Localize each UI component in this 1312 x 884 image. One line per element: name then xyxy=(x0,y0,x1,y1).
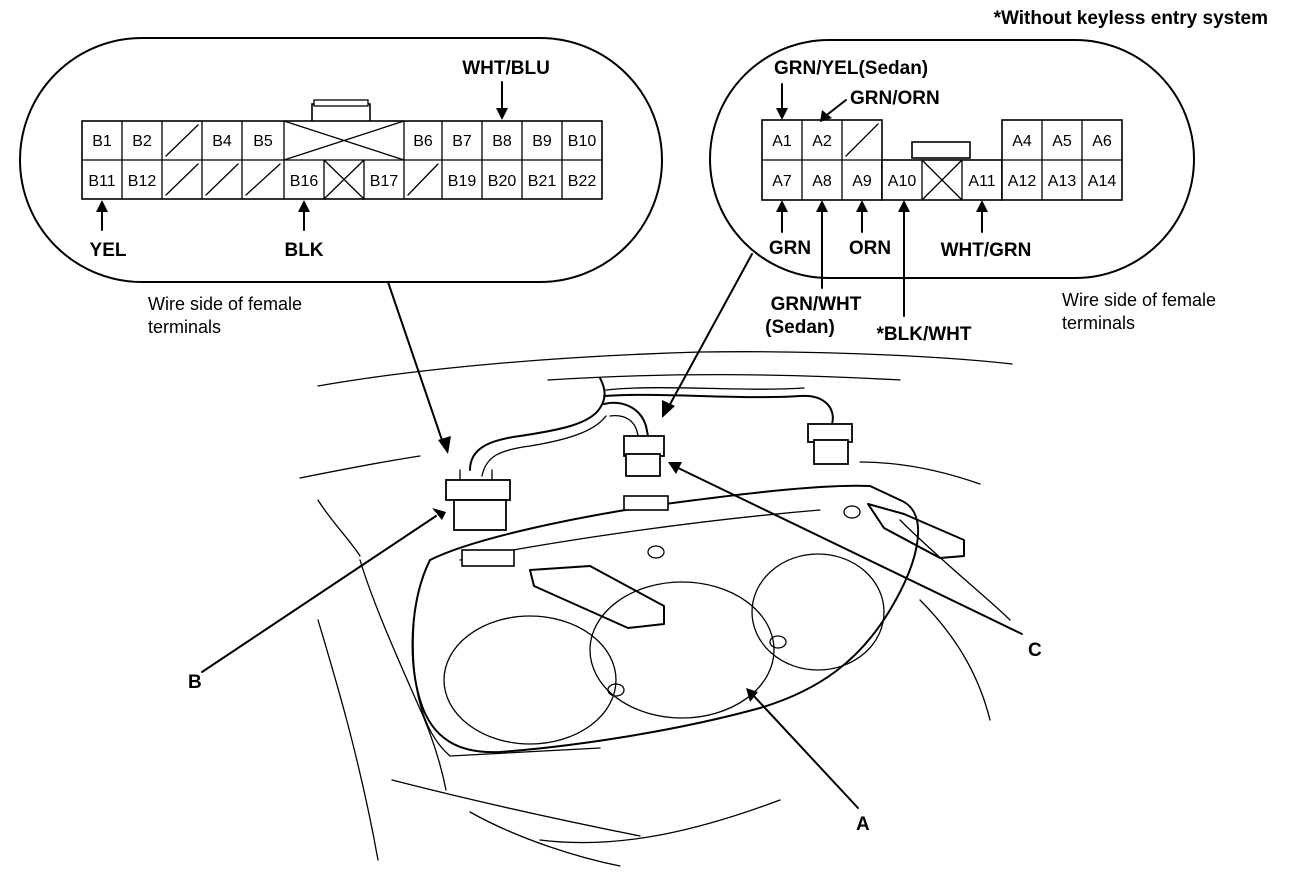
gauge-dial-center xyxy=(589,581,775,719)
pin-a10: A10 xyxy=(888,173,917,190)
connector-a-caption-line1: Wire side of female xyxy=(1062,290,1216,310)
wire-label-a8-line1: GRN/WHT xyxy=(771,294,862,315)
gauge-assembly-illustration xyxy=(299,351,1013,867)
connector-b-caption-line1: Wire side of female xyxy=(148,294,302,314)
pin-b2: B2 xyxy=(132,133,152,150)
callout-c-leader xyxy=(668,462,1023,635)
spare-connector-housing xyxy=(807,423,853,465)
wire-arrow-a9 xyxy=(856,200,868,233)
pin-a14: A14 xyxy=(1088,173,1117,190)
connector-a-callout: A1 A2 A4 A5 A6 A7 A8 A9 A10 A11 A12 A13 … xyxy=(709,39,1216,345)
wire-arrow-a7 xyxy=(776,200,788,233)
pin-b21: B21 xyxy=(528,173,557,190)
wire-arrow-b8 xyxy=(496,81,508,120)
gauge-dial-left xyxy=(443,615,617,745)
pin-b7: B7 xyxy=(452,133,472,150)
connector-a-latch xyxy=(911,141,971,159)
pin-b19: B19 xyxy=(448,173,477,190)
wire-label-a1: GRN/YEL(Sedan) xyxy=(774,58,928,79)
pin-b8: B8 xyxy=(492,133,512,150)
connector-a-face xyxy=(761,119,1123,201)
connector-b-callout: B1 B2 B4 B5 B6 B7 B8 B9 B10 B11 B12 B16 … xyxy=(19,37,663,337)
pin-b12: B12 xyxy=(128,173,157,190)
pin-a11: A11 xyxy=(968,173,995,190)
wire-arrow-b11 xyxy=(96,200,108,231)
pin-a12: A12 xyxy=(1008,173,1037,190)
pin-a8: A8 xyxy=(812,173,832,190)
wire-label-b8: WHT/BLU xyxy=(462,58,550,79)
callout-c-letter: C xyxy=(1028,640,1042,661)
wire-label-a8-line2: (Sedan) xyxy=(765,317,835,338)
pin-b16: B16 xyxy=(290,173,319,190)
wire-label-a2: GRN/ORN xyxy=(850,88,940,109)
wire-label-b16: BLK xyxy=(284,240,323,261)
wire-arrow-a8 xyxy=(816,200,828,289)
pin-a2: A2 xyxy=(812,133,832,150)
wire-arrow-b16 xyxy=(298,200,310,231)
connector-b-latch xyxy=(311,103,371,123)
pin-a1: A1 xyxy=(772,133,792,150)
pin-b11: B11 xyxy=(88,173,115,190)
callout-a-leader xyxy=(746,688,859,809)
pin-a5: A5 xyxy=(1052,133,1072,150)
pin-a6: A6 xyxy=(1092,133,1112,150)
pin-b10: B10 xyxy=(568,133,597,150)
pin-b1: B1 xyxy=(92,133,112,150)
connector-a-bubble xyxy=(709,39,1195,279)
wire-label-a9: ORN xyxy=(849,238,891,259)
pin-a7: A7 xyxy=(772,173,792,190)
pin-a4: A4 xyxy=(1012,133,1032,150)
pin-b22: B22 xyxy=(568,173,597,190)
wire-label-a11: WHT/GRN xyxy=(941,240,1032,261)
connector-a-caption-line2: terminals xyxy=(1062,313,1135,333)
wire-label-a10: *BLK/WHT xyxy=(877,324,972,345)
pin-b20: B20 xyxy=(488,173,517,190)
callout-b-letter: B xyxy=(188,672,202,693)
wire-arrow-a2 xyxy=(820,99,847,122)
pin-b17: B17 xyxy=(370,173,399,190)
wire-arrow-a10 xyxy=(898,200,910,317)
leader-a-to-connector xyxy=(662,253,753,418)
wire-arrow-a1 xyxy=(776,83,788,120)
pin-a9: A9 xyxy=(852,173,872,190)
gauge-dial-right xyxy=(751,553,885,671)
pin-b6: B6 xyxy=(413,133,433,150)
wire-label-b11: YEL xyxy=(90,240,127,261)
callout-b-leader xyxy=(201,508,446,673)
connector-b-housing xyxy=(445,469,511,531)
wire-label-a7: GRN xyxy=(769,238,811,259)
leader-b-to-connector xyxy=(387,281,451,454)
pin-b5: B5 xyxy=(253,133,273,150)
wire-arrow-a11 xyxy=(976,200,988,233)
pin-b4: B4 xyxy=(212,133,232,150)
connector-b-face xyxy=(81,120,603,200)
callout-a-letter: A xyxy=(856,814,870,835)
connector-b-caption-line2: terminals xyxy=(148,317,221,337)
pin-a13: A13 xyxy=(1048,173,1077,190)
connector-c-housing xyxy=(623,435,665,477)
pin-b9: B9 xyxy=(532,133,552,150)
footnote: *Without keyless entry system xyxy=(994,8,1268,29)
